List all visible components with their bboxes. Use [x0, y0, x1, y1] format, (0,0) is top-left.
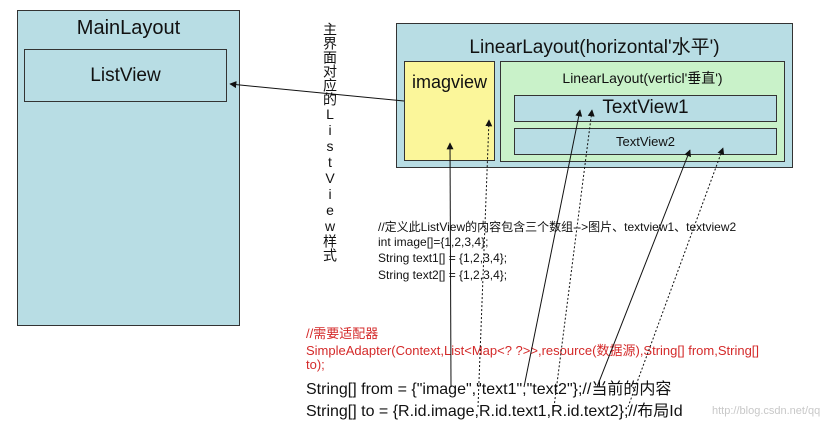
listview-style-note: 主界面对应的ListView样式: [322, 22, 338, 262]
code-text2-array: String text2[] = {1,2,3,4};: [378, 268, 508, 282]
dotted-arrow-id-image: [477, 119, 493, 408]
linear-layout-vertical-label: LinearLayout(verticl'垂直'): [562, 70, 723, 86]
arrow-text1-to-textview1: [523, 109, 583, 388]
listview-box: ListView: [24, 49, 227, 102]
adapter-signature-end: to);: [306, 357, 325, 372]
adapter-comment: //需要适配器: [306, 326, 379, 341]
listview-label: ListView: [90, 65, 161, 86]
arrow-image-to-imagview: [446, 142, 454, 388]
imagview-box: imagview: [404, 61, 495, 161]
to-array-line: String[] to = {R.id.image,R.id.text1,R.i…: [306, 403, 683, 420]
imagview-label: imagview: [411, 72, 488, 92]
dotted-arrow-id-text1: [553, 109, 595, 408]
textview2-box: TextView2: [514, 128, 777, 155]
code-comment-line: //定义此ListView的内容包含三个数组-->图片、textview1、te…: [378, 220, 737, 234]
code-text1-array: String text1[] = {1,2,3,4};: [378, 251, 508, 265]
watermark: http://blog.csdn.net/qqHJQS: [712, 405, 820, 417]
from-array-line: String[] from = {"image","text1","text2"…: [306, 381, 672, 398]
textview1-label: TextView1: [602, 97, 689, 118]
arrow-text2-to-textview2: [596, 149, 691, 388]
adapter-signature: SimpleAdapter(Context,List<Map<? ?>>,res…: [306, 343, 760, 358]
textview1-box: TextView1: [514, 95, 777, 122]
dotted-arrow-id-text2: [627, 147, 725, 408]
main-layout-label: MainLayout: [76, 17, 181, 39]
code-image-array: int image[]={1,2,3,4};: [378, 235, 489, 249]
arrow-imagview-to-listview: [229, 81, 405, 102]
textview2-label: TextView2: [615, 134, 675, 149]
linear-layout-horizontal-label: LinearLayout(horizontal'水平'): [469, 37, 720, 58]
